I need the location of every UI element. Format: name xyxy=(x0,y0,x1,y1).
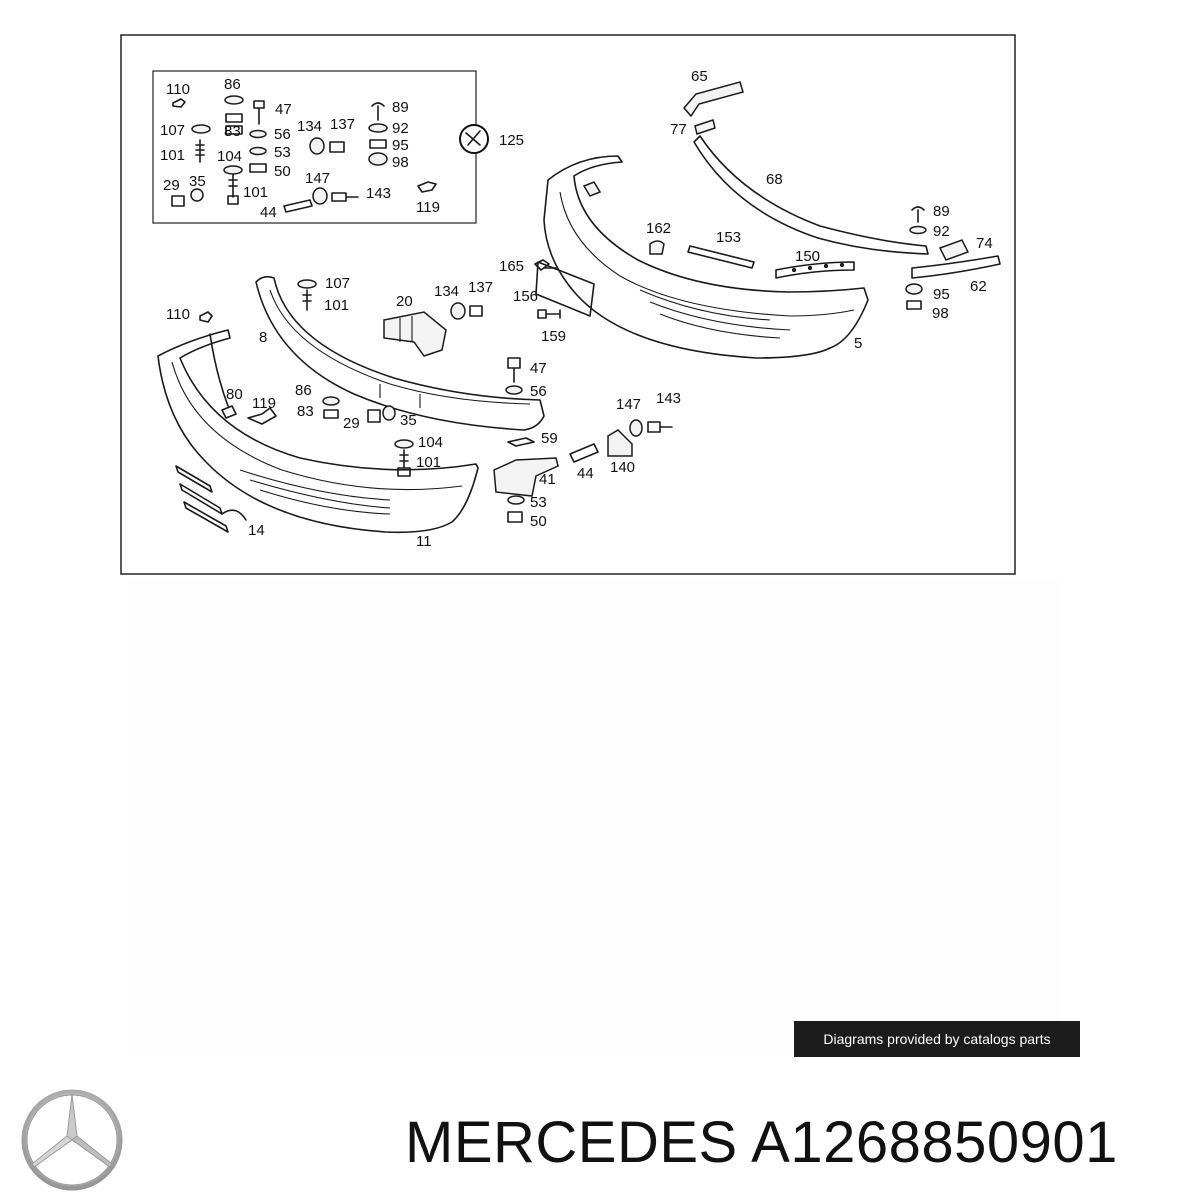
inset-label-143: 143 xyxy=(366,185,391,202)
label-150: 150 xyxy=(795,248,820,265)
label-62: 62 xyxy=(970,278,987,295)
brand-part-title: MERCEDES A1268850901 xyxy=(405,1108,1190,1178)
inset-label-134: 134 xyxy=(297,118,322,135)
label-95: 95 xyxy=(933,286,950,303)
label-44: 44 xyxy=(577,465,594,482)
label-47: 47 xyxy=(530,360,547,377)
label-83: 83 xyxy=(297,403,314,420)
label-86: 86 xyxy=(295,382,312,399)
diagram-credit-badge: Diagrams provided by catalogs parts xyxy=(794,1021,1080,1057)
inset-label-83: 83 xyxy=(224,123,241,140)
inset-label-137: 137 xyxy=(330,116,355,133)
label-162: 162 xyxy=(646,220,671,237)
label-80: 80 xyxy=(226,386,243,403)
label-140: 140 xyxy=(610,459,635,476)
inset-label-107: 107 xyxy=(160,122,185,139)
inset-label-92: 92 xyxy=(392,120,409,137)
label-29: 29 xyxy=(343,415,360,432)
inset-label-89: 89 xyxy=(392,99,409,116)
label-101b: 101 xyxy=(416,454,441,471)
part-number: A1268850901 xyxy=(751,1110,1118,1175)
inset-label-35: 35 xyxy=(189,173,206,190)
inset-label-110: 110 xyxy=(166,81,190,98)
label-137: 137 xyxy=(468,279,493,296)
label-89: 89 xyxy=(933,203,950,220)
main-labels: 65 77 68 89 92 74 62 95 98 5 162 153 150… xyxy=(166,68,993,550)
inset-label-47: 47 xyxy=(275,101,292,118)
label-53: 53 xyxy=(530,494,547,511)
inset-label-125: 125 xyxy=(499,132,524,149)
inset-label-50: 50 xyxy=(274,163,291,180)
inset-label-147: 147 xyxy=(305,170,330,187)
inset-label-119: 119 xyxy=(416,199,440,216)
label-165: 165 xyxy=(499,258,524,275)
label-59: 59 xyxy=(541,430,558,447)
main-parts-drawing xyxy=(157,81,1001,534)
label-92: 92 xyxy=(933,223,950,240)
inset-label-29: 29 xyxy=(163,177,180,194)
label-110: 110 xyxy=(166,306,190,323)
label-147: 147 xyxy=(616,396,641,413)
inset-label-98: 98 xyxy=(392,154,409,171)
mercedes-star-icon xyxy=(21,1089,123,1191)
label-65: 65 xyxy=(691,68,708,85)
inset-label-101b: 101 xyxy=(243,184,268,201)
label-8: 8 xyxy=(259,329,267,346)
label-143: 143 xyxy=(656,390,681,407)
inset-labels: 110 86 47 107 83 56 101 104 53 50 29 35 … xyxy=(160,76,524,221)
label-119: 119 xyxy=(252,395,276,412)
label-5: 5 xyxy=(854,335,862,352)
inset-label-56: 56 xyxy=(274,126,291,143)
label-41: 41 xyxy=(539,471,556,488)
label-56: 56 xyxy=(530,383,547,400)
label-107: 107 xyxy=(325,275,350,292)
label-101a: 101 xyxy=(324,297,349,314)
inset-label-53: 53 xyxy=(274,144,291,161)
label-156: 156 xyxy=(513,288,538,305)
label-50: 50 xyxy=(530,513,547,530)
inset-label-104: 104 xyxy=(217,148,242,165)
label-11: 11 xyxy=(416,533,432,550)
label-20: 20 xyxy=(396,293,413,310)
label-153: 153 xyxy=(716,229,741,246)
inset-label-44: 44 xyxy=(260,204,277,221)
inset-label-86: 86 xyxy=(224,76,241,93)
label-74: 74 xyxy=(976,235,993,252)
label-134: 134 xyxy=(434,283,459,300)
label-35: 35 xyxy=(400,412,417,429)
label-77: 77 xyxy=(670,121,687,138)
inset-hardware xyxy=(171,95,489,213)
label-98: 98 xyxy=(932,305,949,322)
label-104: 104 xyxy=(418,434,443,451)
brand-name: MERCEDES xyxy=(405,1110,738,1175)
inset-label-101a: 101 xyxy=(160,147,185,164)
diagram-background-panel xyxy=(128,580,1060,1055)
label-14: 14 xyxy=(248,522,265,539)
label-68: 68 xyxy=(766,171,783,188)
inset-label-95: 95 xyxy=(392,137,409,154)
label-159: 159 xyxy=(541,328,566,345)
